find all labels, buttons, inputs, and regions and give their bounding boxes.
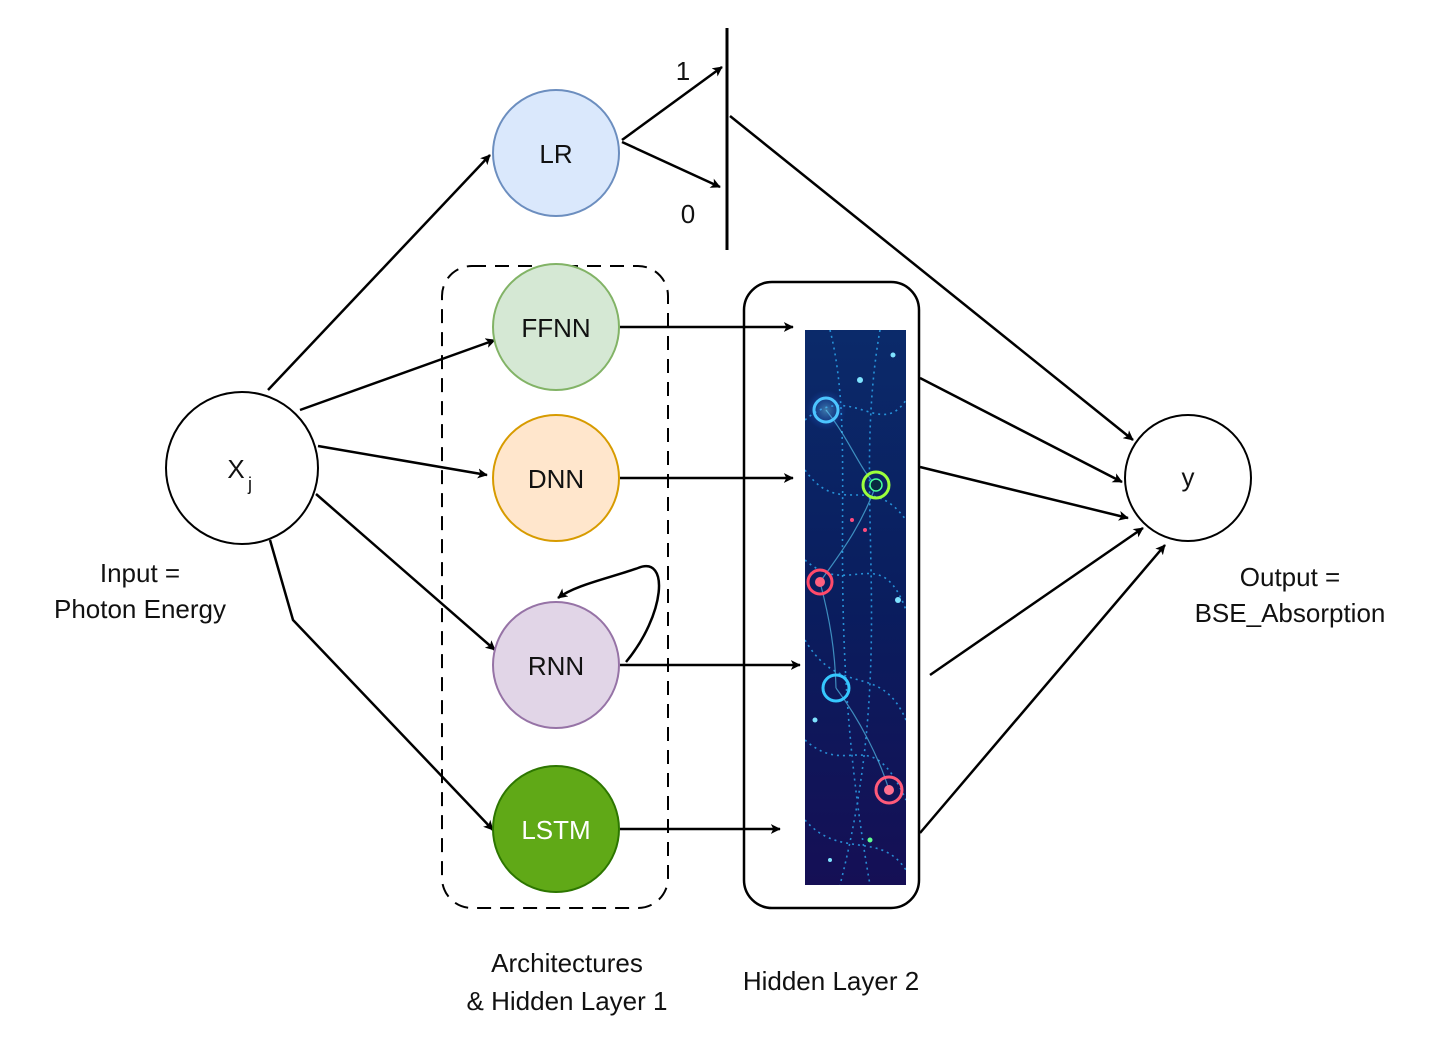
output-caption-line2: BSE_Absorption — [1195, 598, 1386, 628]
ffnn-label: FFNN — [521, 313, 590, 343]
rnn-label: RNN — [528, 651, 584, 681]
edge-hidden2-output-3 — [929, 526, 1144, 677]
edge-input-rnn — [315, 493, 496, 651]
neural-network-image — [805, 330, 906, 885]
ffnn-node: FFNN — [492, 263, 620, 391]
output-caption-line1: Output = — [1240, 562, 1340, 592]
edge-hidden2-output-2 — [919, 465, 1129, 521]
edge-hidden2-output-1 — [919, 376, 1123, 484]
rnn-node: RNN — [492, 601, 620, 729]
threshold-one-label: 1 — [676, 56, 690, 86]
edge-threshold-output — [729, 115, 1134, 441]
edge-input-ffnn — [299, 338, 496, 412]
edge-input-lstm — [268, 539, 494, 831]
edges — [267, 28, 1166, 834]
edge-hidden2-output-4 — [919, 544, 1166, 834]
hidden-layer-2-box — [742, 280, 921, 910]
hidden-layer-2-caption: Hidden Layer 2 — [743, 966, 919, 996]
architectures-caption-line2: & Hidden Layer 1 — [467, 986, 668, 1016]
input-caption-line1: Input = — [100, 558, 180, 588]
edge-lr-one — [621, 65, 723, 142]
input-subscript: j — [247, 474, 252, 494]
lr-label: LR — [539, 139, 572, 169]
edge-rnn-self-loop — [557, 565, 661, 663]
dnn-node: DNN — [492, 414, 620, 542]
edge-input-dnn — [317, 444, 488, 479]
lstm-label: LSTM — [521, 815, 590, 845]
input-caption-line2: Photon Energy — [54, 594, 226, 624]
edge-input-lr — [267, 154, 491, 391]
output-node: y — [1124, 414, 1252, 542]
architectures-caption-line1: Architectures — [491, 948, 643, 978]
output-label: y — [1182, 462, 1195, 492]
input-symbol: X — [227, 454, 244, 484]
edge-lr-zero — [621, 140, 721, 189]
threshold-zero-label: 0 — [681, 199, 695, 229]
lr-node: LR — [492, 89, 620, 217]
dnn-label: DNN — [528, 464, 584, 494]
input-node: X j — [165, 391, 319, 545]
lstm-node: LSTM — [492, 765, 620, 893]
